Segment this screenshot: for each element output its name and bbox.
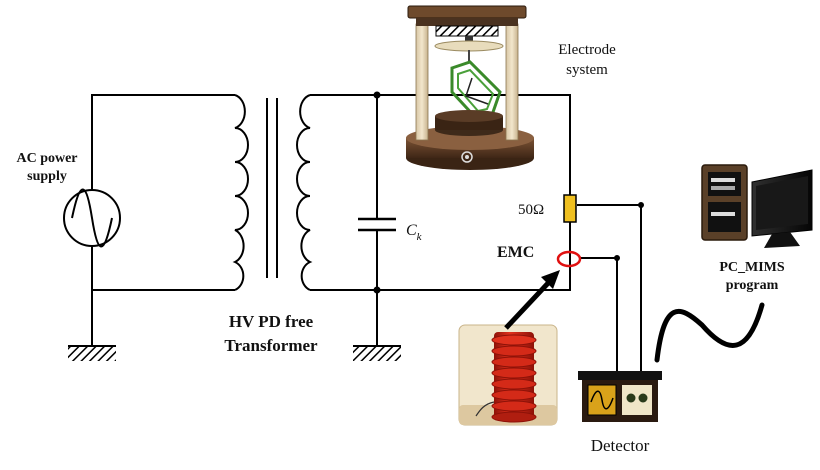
ground-symbol bbox=[353, 345, 401, 361]
transformer-coil bbox=[232, 94, 313, 291]
pc-icon bbox=[701, 164, 813, 248]
ac-power-label-line2: supply bbox=[27, 169, 67, 184]
labels: AC power supply HV PD free Transformer E… bbox=[16, 42, 784, 455]
electrode-label-line2: system bbox=[566, 62, 608, 78]
pc-label-line1: PC_MIMS bbox=[719, 260, 785, 275]
detector-label: Detector bbox=[591, 436, 650, 455]
emc-ring bbox=[556, 250, 582, 268]
resistor-symbol bbox=[563, 194, 577, 223]
capacitor-label: Ck bbox=[406, 222, 423, 243]
emc-sensor-photo bbox=[458, 324, 558, 426]
junction-dots bbox=[373, 91, 644, 294]
ac-power-label-line1: AC power bbox=[16, 151, 77, 166]
emc-label: EMC bbox=[497, 244, 534, 261]
ac-source-symbol bbox=[63, 188, 121, 248]
ground-symbol bbox=[68, 345, 116, 361]
pc-label-line2: program bbox=[726, 278, 779, 293]
transformer-label-line2: Transformer bbox=[224, 336, 318, 355]
electrode-system-image bbox=[406, 5, 534, 170]
transformer-label-line1: HV PD free bbox=[229, 312, 314, 331]
detector-box bbox=[578, 371, 662, 422]
capacitor-symbol bbox=[358, 217, 396, 232]
resistor-label: 50Ω bbox=[518, 202, 544, 218]
electrode-label-line1: Electrode bbox=[558, 42, 616, 58]
emc-arrow bbox=[504, 270, 560, 330]
